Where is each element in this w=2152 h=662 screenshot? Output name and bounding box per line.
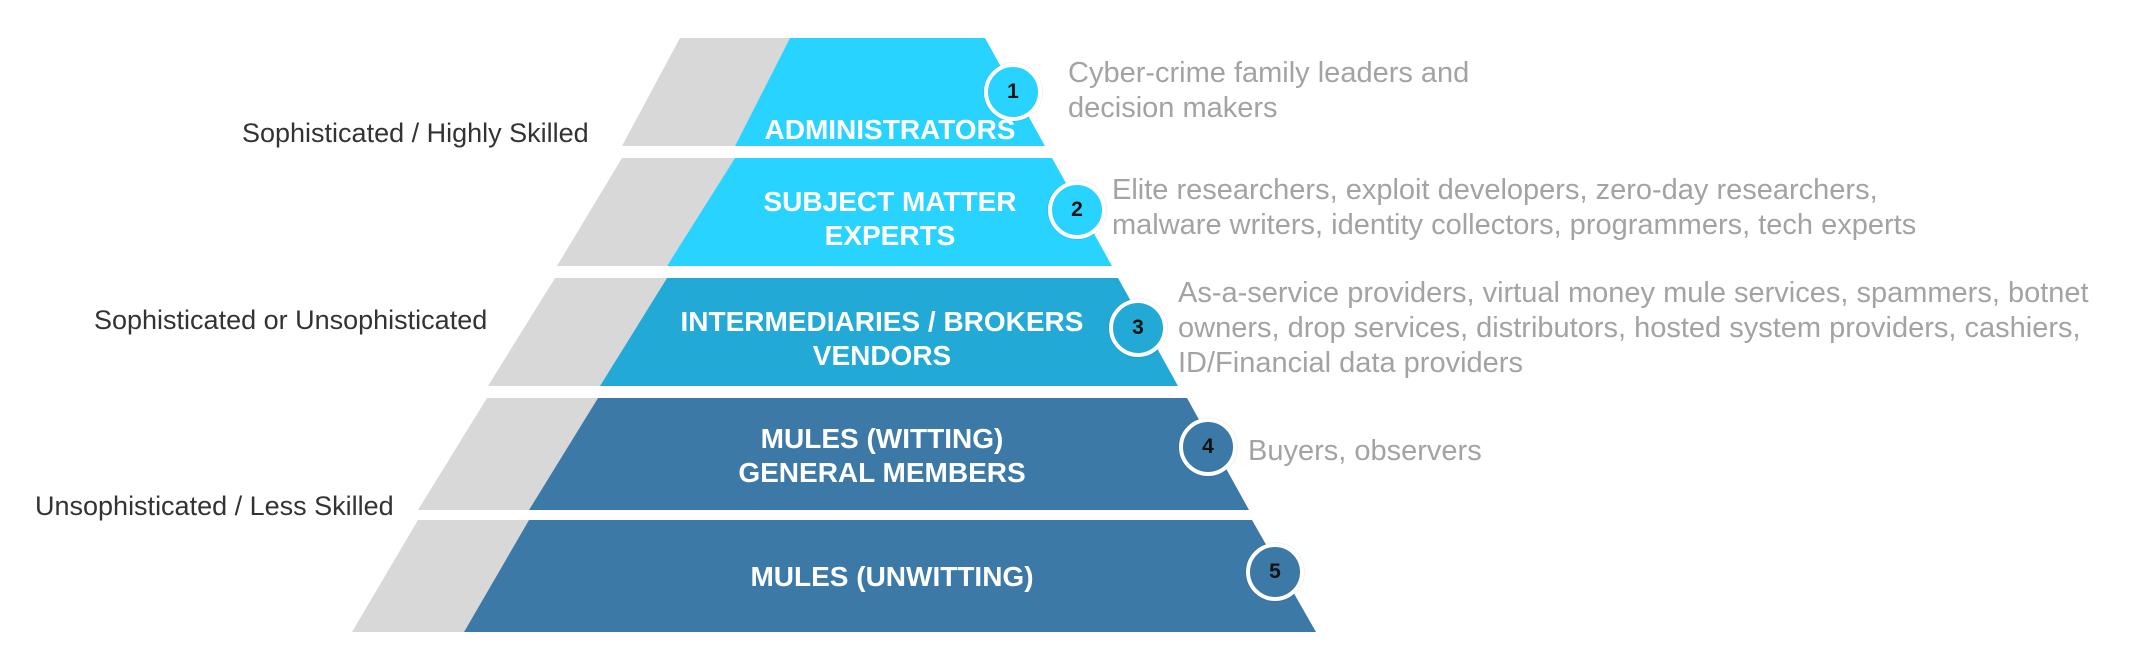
tier-1-title: ADMINISTRATORS [765,113,1016,147]
skill-label-high: Sophisticated / Highly Skilled [242,118,589,148]
tier-2-band [667,158,1112,266]
tier-2-title-line: EXPERTS [824,220,956,251]
tier-2-description-line: malware writers, identity collectors, pr… [1112,209,1917,241]
tier-1-band [735,38,1045,146]
tier-4-description-line: Buyers, observers [1248,435,1482,467]
tier-3-description-line: owners, drop services, distributors, hos… [1178,312,2081,344]
tier-2-description-line: Elite researchers, exploit developers, z… [1112,174,1878,206]
tier-2-description: Elite researchers, exploit developers, z… [1112,173,1916,243]
tier-3-description-line: ID/Financial data providers [1178,347,1523,379]
tier-3-band [600,278,1178,386]
tier-1-description-line: Cyber-crime family leaders and [1068,57,1470,89]
tier-3-title-line: VENDORS [812,340,952,371]
tier-2-title-line: SUBJECT MATTER [763,186,1017,217]
tier-3-description-line: As-a-service providers, virtual money mu… [1178,277,2089,309]
tier-3-number-badge: 3 [1109,299,1167,357]
tier-3-description: As-a-service providers, virtual money mu… [1178,276,2089,381]
tier-4-shadow [418,398,598,510]
tier-2-shadow [557,158,735,266]
skill-label-low: Unsophisticated / Less Skilled [35,491,394,521]
tier-4-number-badge: 4 [1179,418,1237,476]
tier-1-description-line: decision makers [1068,92,1278,124]
tier-1-title-line: ADMINISTRATORS [764,114,1016,145]
tier-4-title-line: GENERAL MEMBERS [738,457,1026,488]
tier-4-description: Buyers, observers [1248,434,1482,469]
tier-1-shadow [622,38,790,146]
tier-4-band [529,398,1249,510]
tier-3-shadow [488,278,667,386]
tier-1-number-badge: 1 [984,63,1042,121]
tier-4-title: MULES (WITTING)GENERAL MEMBERS [738,422,1025,490]
skill-label-mixed: Sophisticated or Unsophisticated [94,305,488,335]
tier-5-shadow [352,520,529,632]
tier-5-title: MULES (UNWITTING) [750,560,1033,594]
tier-3-title-line: INTERMEDIARIES / BROKERS [680,306,1084,337]
tier-5-title-line: MULES (UNWITTING) [750,561,1034,592]
tier-5-number-badge: 5 [1246,543,1304,601]
tier-2-number-badge: 2 [1048,181,1106,239]
tier-4-title-line: MULES (WITTING) [760,423,1004,454]
tier-5-band [464,520,1316,632]
